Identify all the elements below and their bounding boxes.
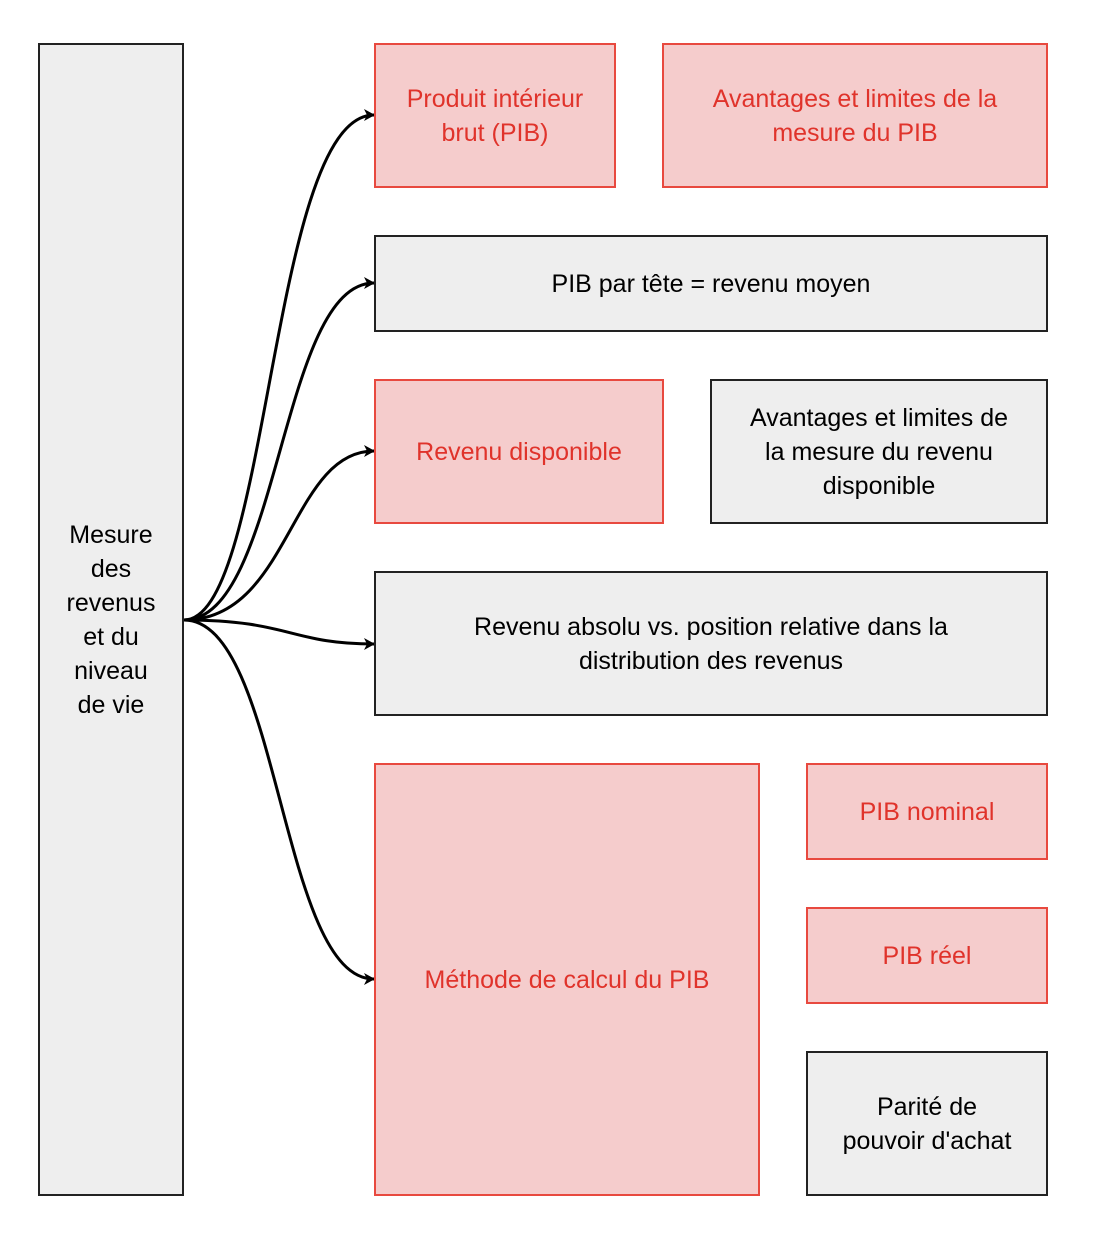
revenu-disponible-avantages-node: Avantages et limites de la mesure du rev… <box>710 379 1048 524</box>
methode-calcul-node: Méthode de calcul du PIB <box>374 763 760 1196</box>
pib-avantages-node-label: Avantages et limites de la mesure du PIB <box>712 84 998 147</box>
revenu-disponible-avantages-node-label: Avantages et limites de la mesure du rev… <box>749 403 1009 500</box>
pib-par-tete-node: PIB par tête = revenu moyen <box>374 235 1048 332</box>
revenu-disponible-node-label: Revenu disponible <box>416 437 622 466</box>
pib-nominal-node: PIB nominal <box>806 763 1048 860</box>
edge-root-to-pib-par-tete <box>183 277 375 622</box>
edge-root-to-pib <box>183 109 375 622</box>
edge-root-to-revenu-absolu <box>183 618 375 650</box>
pib-avantages-node: Avantages et limites de la mesure du PIB <box>662 43 1048 188</box>
edge-root-to-methode-calcul <box>183 618 375 985</box>
pib-reel-node: PIB réel <box>806 907 1048 1004</box>
ppa-node: Parité de pouvoir d'achat <box>806 1051 1048 1196</box>
revenu-absolu-node: Revenu absolu vs. position relative dans… <box>374 571 1048 716</box>
pib-reel-node-label: PIB réel <box>882 941 972 970</box>
edge-root-to-revenu-disponible <box>183 445 375 622</box>
methode-calcul-node-label: Méthode de calcul du PIB <box>424 965 710 994</box>
revenu-absolu-node-label: Revenu absolu vs. position relative dans… <box>474 612 948 675</box>
ppa-node-label: Parité de pouvoir d'achat <box>842 1092 1012 1155</box>
root-node-label: Mesure des revenus et du niveau de vie <box>66 520 156 719</box>
pib-par-tete-node-label: PIB par tête = revenu moyen <box>551 269 871 298</box>
pib-node: Produit intérieur brut (PIB) <box>374 43 616 188</box>
pib-nominal-node-label: PIB nominal <box>859 797 995 826</box>
pib-node-label: Produit intérieur brut (PIB) <box>406 84 584 147</box>
root-node: Mesure des revenus et du niveau de vie <box>38 43 184 1196</box>
revenu-disponible-node: Revenu disponible <box>374 379 664 524</box>
